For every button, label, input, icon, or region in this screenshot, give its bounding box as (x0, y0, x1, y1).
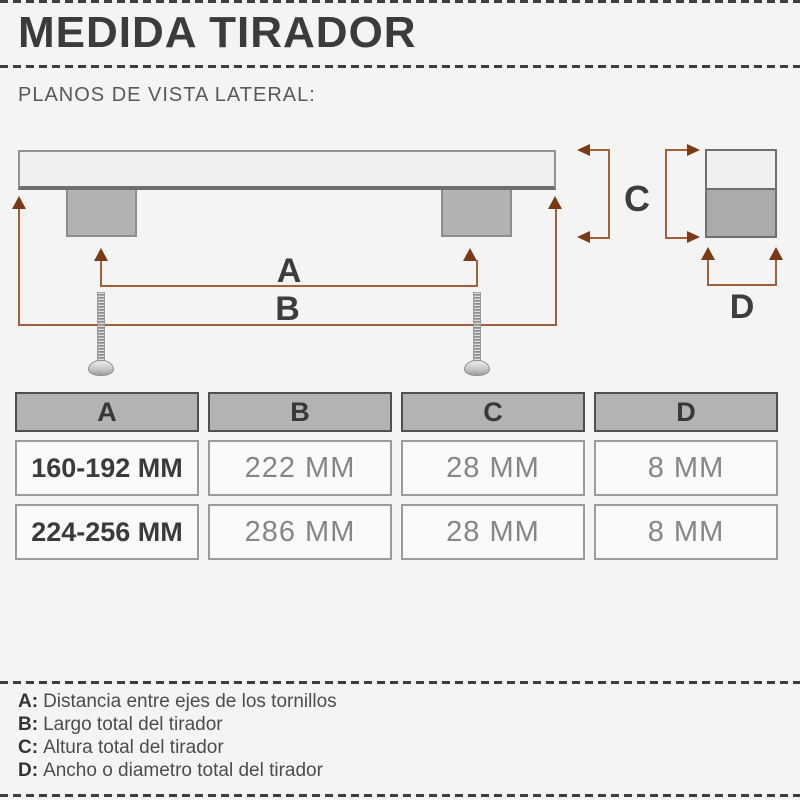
legend-text: Distancia entre ejes de los tornillos (43, 691, 337, 712)
screw-head (464, 360, 490, 376)
arrow-up-icon (12, 196, 26, 209)
dimension-b-bracket (18, 208, 557, 326)
legend: A:Distancia entre ejes de los tornillos … (18, 690, 337, 782)
page-title: MEDIDA TIRADOR (18, 8, 417, 57)
legend-divider-top (0, 681, 800, 684)
dimension-d-bracket (707, 260, 777, 286)
legend-key: A: (18, 691, 39, 712)
screw-shaft (473, 292, 481, 364)
legend-key: B: (18, 714, 39, 735)
legend-item-d: D:Ancho o diametro total del tirador (18, 759, 337, 782)
handle-end-view-post (707, 188, 775, 236)
table-cell: 28 MM (401, 440, 585, 496)
table-cell: 222 MM (208, 440, 392, 496)
handle-post-left (66, 190, 137, 237)
table-cell: 28 MM (401, 504, 585, 560)
arrow-right-icon (687, 231, 700, 243)
table-header-a: A (15, 392, 199, 432)
arrow-left-icon (577, 231, 590, 243)
arrow-up-icon (463, 248, 477, 261)
dimension-a-bracket (100, 260, 478, 287)
legend-key: C: (18, 737, 39, 758)
table-header-d: D (594, 392, 778, 432)
table-cell: 8 MM (594, 504, 778, 560)
top-divider (0, 0, 800, 3)
handle-post-right (441, 190, 512, 237)
table-header-c: C (401, 392, 585, 432)
legend-text: Ancho o diametro total del tirador (43, 760, 323, 781)
measurements-table: A B C D 160-192 MM 222 MM 28 MM 8 MM 224… (15, 392, 778, 560)
dimension-c-bracket-left (588, 149, 610, 239)
table-cell: 8 MM (594, 440, 778, 496)
table-cell: 286 MM (208, 504, 392, 560)
dimension-c-bracket-right (665, 149, 687, 239)
table-cell: 160-192 MM (15, 440, 199, 496)
dimension-a-label: A (276, 252, 302, 290)
arrow-up-icon (94, 248, 108, 261)
screw-icon (463, 292, 491, 378)
dimension-b-label: B (275, 290, 300, 328)
arrow-up-icon (769, 247, 783, 260)
arrow-up-icon (701, 247, 715, 260)
handle-bar (18, 150, 556, 190)
table-cell: 224-256 MM (15, 504, 199, 560)
dimension-c-label: C (624, 178, 650, 219)
legend-key: D: (18, 760, 39, 781)
screw-icon (87, 292, 115, 378)
table-header-b: B (208, 392, 392, 432)
legend-text: Altura total del tirador (43, 737, 224, 758)
arrow-left-icon (577, 144, 590, 156)
legend-text: Largo total del tirador (43, 714, 223, 735)
legend-item-c: C:Altura total del tirador (18, 736, 337, 759)
handle-end-view (705, 149, 777, 238)
bottom-divider (0, 794, 800, 797)
dimension-d-label: D (729, 288, 755, 326)
legend-item-a: A:Distancia entre ejes de los tornillos (18, 690, 337, 713)
screw-shaft (97, 292, 105, 364)
arrow-right-icon (687, 144, 700, 156)
screw-head (88, 360, 114, 376)
legend-item-b: B:Largo total del tirador (18, 713, 337, 736)
arrow-up-icon (548, 196, 562, 209)
title-divider (0, 65, 800, 68)
section-subtitle: PLANOS DE VISTA LATERAL: (18, 84, 316, 106)
